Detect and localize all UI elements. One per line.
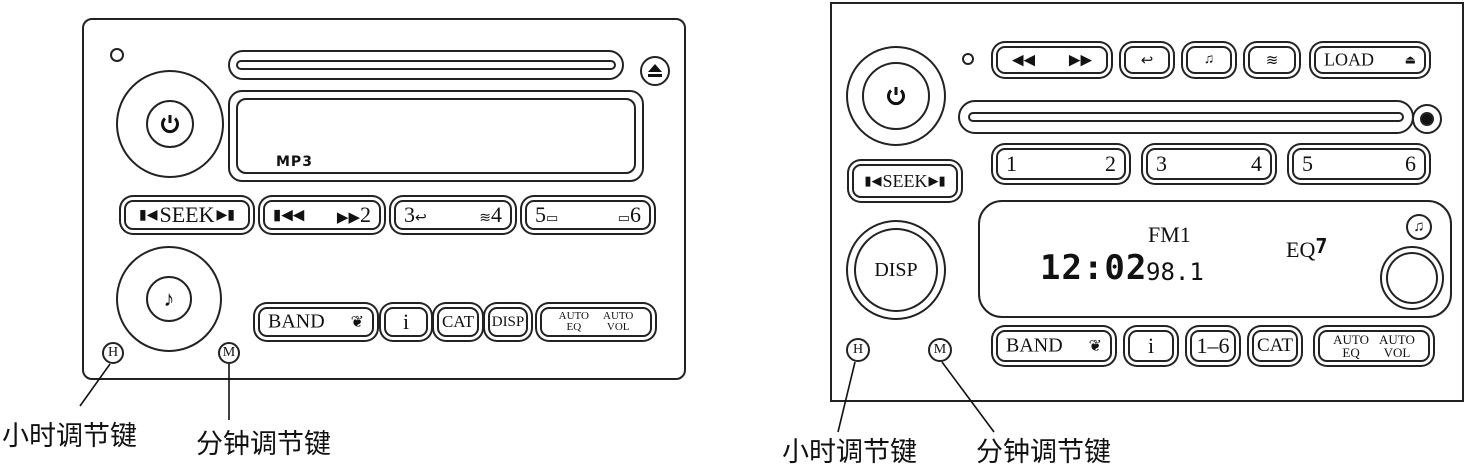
left-disp-button[interactable]: DISP <box>488 307 528 337</box>
left-eject-button[interactable] <box>640 56 670 86</box>
music-note-icon: ♫ <box>1413 218 1425 235</box>
seek-back-icon: ▮◀ <box>139 207 158 223</box>
seek-forward-icon: ▶▮ <box>216 207 235 223</box>
right-minute-button[interactable]: M <box>928 338 952 362</box>
music-list-icon: ♫ <box>1203 52 1215 67</box>
right-preset-5-6-button[interactable]: 5 6 <box>1292 148 1426 180</box>
right-info-button[interactable]: i <box>1128 330 1174 362</box>
auto-eq-label: AUTO EQ <box>1333 332 1369 360</box>
right-repeat-button[interactable]: ↩ <box>1124 46 1170 74</box>
right-load-eject-button[interactable]: LOAD ⏏ <box>1314 46 1426 74</box>
left-info-button[interactable]: i <box>384 307 428 337</box>
rewind-icon: ◀◀ <box>1012 52 1036 69</box>
left-auto-eq-vol-button[interactable]: AUTO EQ AUTO VOL <box>540 307 652 337</box>
display-clock: 12:02 <box>1040 248 1148 288</box>
left-display <box>228 90 644 182</box>
right-audio-indicator: ♫ <box>1406 214 1432 240</box>
left-display-inner <box>236 98 636 174</box>
right-power-button[interactable] <box>862 62 930 130</box>
left-volume-button[interactable]: ♪ <box>146 276 192 322</box>
right-volume-knob-inner <box>1386 252 1438 304</box>
mp3-logo: MP3 <box>276 154 313 170</box>
folder-down-icon: ▭ <box>546 210 559 225</box>
repeat-icon: ↩ <box>415 211 427 226</box>
right-music-list-button[interactable]: ♫ <box>1186 46 1232 74</box>
right-disp-button[interactable]: DISP <box>854 228 938 312</box>
power-icon <box>887 87 905 106</box>
right-auto-eq-vol-button[interactable]: AUTO EQ AUTO VOL <box>1318 330 1430 362</box>
eject-icon: ⏏ <box>1404 52 1416 67</box>
right-cd-slot-inner <box>968 112 1404 122</box>
right-hour-caption: 小时调节键 <box>782 437 917 468</box>
left-minute-button[interactable]: M <box>218 342 240 364</box>
left-seek-button[interactable]: ▮◀ SEEK ▶▮ <box>124 200 250 230</box>
display-band: FM1 <box>1148 222 1191 247</box>
left-preset-1-2-button[interactable]: ▮◀◀ ▶▶2 <box>263 200 381 230</box>
right-cat-button[interactable]: CAT <box>1252 330 1298 362</box>
folder-up-icon: ▭ <box>617 210 630 225</box>
left-minute-caption: 分钟调节键 <box>196 429 331 460</box>
eject-icon <box>648 64 662 77</box>
right-range-button[interactable]: 1–6 <box>1190 330 1236 362</box>
power-icon <box>161 115 179 134</box>
music-note-icon: ♪ <box>163 286 175 311</box>
left-audio-knob[interactable] <box>116 246 222 352</box>
random-icon: ≋ <box>1265 52 1279 69</box>
left-hour-caption: 小时调节键 <box>2 421 137 452</box>
left-cat-button[interactable]: CAT <box>437 307 479 337</box>
seek-back-icon: ▮◀ <box>864 173 882 188</box>
right-slot-knob-dot <box>1420 112 1434 126</box>
fast-forward-icon: ▶▶ <box>1068 52 1092 69</box>
left-preset-5-6-button[interactable]: 5▭ ▭6 <box>525 200 651 230</box>
right-indicator-led <box>962 53 974 65</box>
random-icon: ≋ <box>479 211 491 226</box>
left-cd-slot-inner <box>236 60 616 70</box>
right-minute-caption: 分钟调节键 <box>976 437 1111 468</box>
right-preset-1-2-button[interactable]: 1 2 <box>996 148 1126 180</box>
left-hour-button[interactable]: H <box>102 342 124 364</box>
leaf-icon: ❦ <box>1088 338 1102 355</box>
auto-vol-label: AUTO VOL <box>603 310 634 333</box>
repeat-icon: ↩ <box>1140 52 1154 69</box>
display-frequency: 98.1 <box>1146 258 1204 286</box>
auto-eq-label: AUTO EQ <box>558 310 589 333</box>
seek-forward-icon: ▶▮ <box>928 173 946 188</box>
fast-forward-icon: ▶▶ <box>336 210 360 226</box>
right-band-button[interactable]: BAND ❦ <box>996 330 1112 362</box>
leaf-icon: ❦ <box>350 314 364 331</box>
right-seek-button[interactable]: ▮◀ SEEK ▶▮ <box>852 164 958 198</box>
display-eq: EQ7 <box>1286 234 1328 262</box>
left-cd-slot <box>228 50 624 80</box>
left-preset-3-4-button[interactable]: 3↩ ≋4 <box>394 200 512 230</box>
right-hour-button[interactable]: H <box>846 338 870 362</box>
right-preset-3-4-button[interactable]: 3 4 <box>1146 148 1272 180</box>
right-rewind-ff-button[interactable]: ◀◀ ▶▶ <box>996 46 1108 74</box>
right-random-button[interactable]: ≋ <box>1248 46 1296 74</box>
right-display <box>978 200 1452 318</box>
rewind-icon: ▮◀◀ <box>273 207 305 224</box>
left-indicator-led <box>110 48 124 62</box>
left-band-button[interactable]: BAND ❦ <box>258 307 374 337</box>
left-power-button[interactable] <box>146 100 194 148</box>
auto-vol-label: AUTO VOL <box>1379 332 1415 360</box>
